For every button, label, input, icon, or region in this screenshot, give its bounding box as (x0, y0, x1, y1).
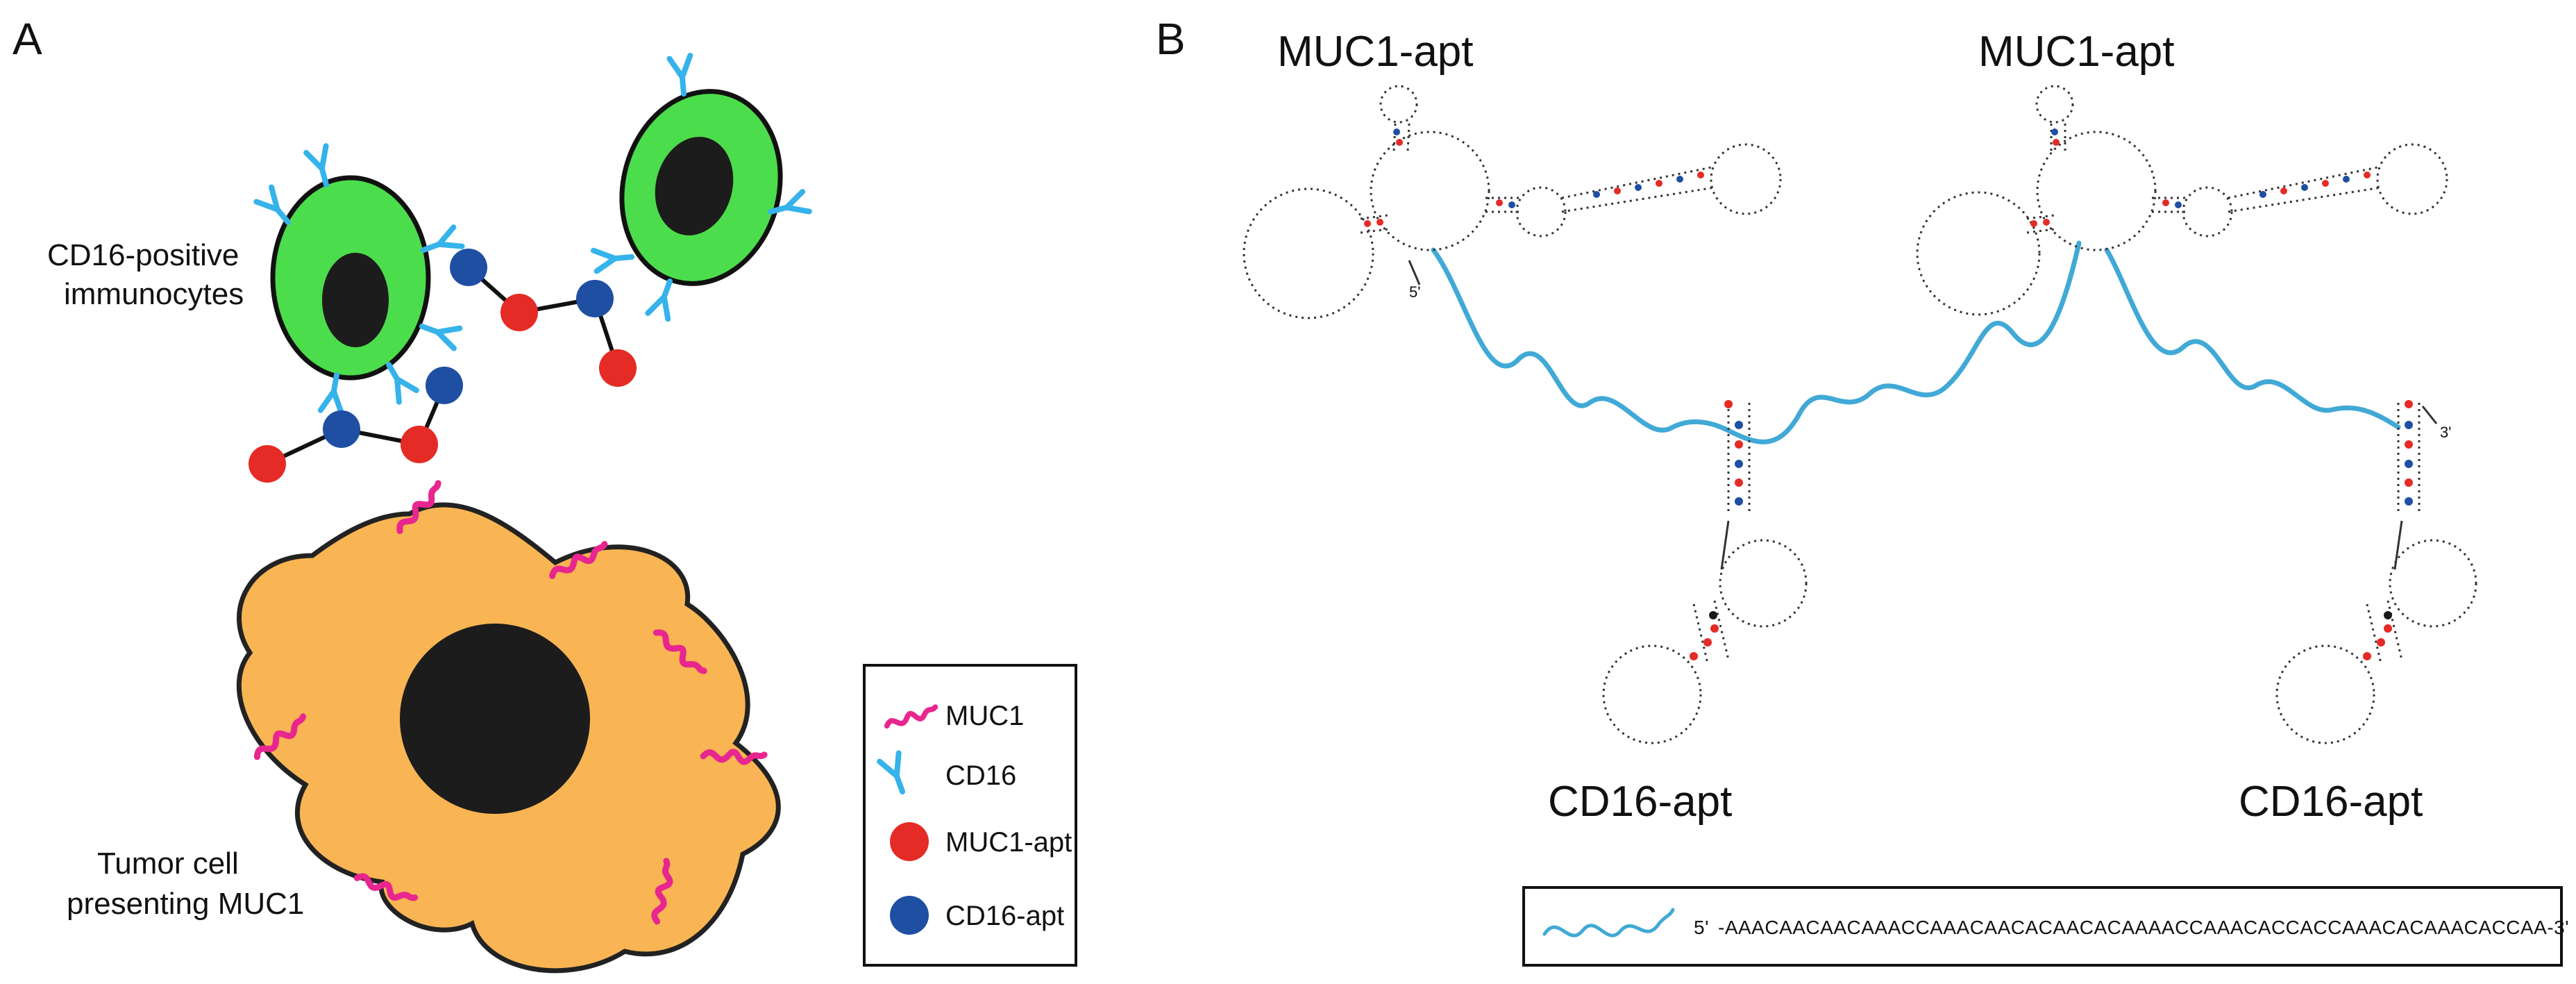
cd16-aptamer-pairs-left (1690, 400, 1743, 660)
immunocyte-label-line2: immunocytes (64, 277, 244, 311)
muc1-apt-dot (599, 349, 637, 387)
red-dot-icon (890, 822, 929, 861)
muc1-apt-dot (401, 426, 438, 463)
panel-b: B MUC1-apt MUC1-apt CD16-apt CD16-apt (1156, 14, 2569, 967)
cd16-apt-dot (576, 280, 614, 317)
immunocyte-left (255, 146, 462, 414)
panel-a-letter: A (12, 14, 42, 64)
tumor-label-line2: presenting MUC1 (67, 887, 304, 921)
sequence-prefix: 5' (1694, 917, 1709, 938)
legend-label-cd16: CD16 (945, 760, 1016, 791)
cd16-left-linker-stem (1720, 520, 1730, 570)
cd16-apt-label-right: CD16-apt (2239, 778, 2423, 826)
muc1-apt-label-right: MUC1-apt (1978, 28, 2175, 76)
linker-sequence-box: 5' -AAACAACAACAAACCAAACAACACAACACAAAACCA… (1522, 886, 2569, 967)
muc1-aptamer-pairs-left (1364, 128, 1704, 227)
muc1-aptamer-pairs-right (2030, 128, 2371, 227)
three-prime-label-right: 3' (2440, 424, 2451, 441)
aptamer-chain (249, 249, 637, 483)
tumor-nucleus (400, 624, 590, 814)
immunocyte-right-nucleus (655, 137, 734, 235)
muc1-aptamer-structure-right (1916, 85, 2448, 316)
cd16-apt-dot (450, 249, 487, 286)
muc1-apt-dot (249, 445, 286, 483)
legend: MUC1 CD16 MUC1-apt CD16-apt (863, 664, 1077, 967)
cd16-apt-label-left: CD16-apt (1548, 778, 1732, 826)
panel-a: A (12, 14, 1077, 974)
cd16-aptamer-structure-right (2275, 403, 2477, 744)
legend-label-muc1-apt: MUC1-apt (945, 827, 1072, 858)
immunocyte-label-line1: CD16-positive (47, 238, 239, 272)
panel-b-letter: B (1156, 14, 1186, 64)
sequence-box-border (1522, 886, 2563, 967)
muc1-apt-dot (500, 294, 538, 331)
cd16-aptamer-pairs-right (2363, 400, 2413, 660)
immunocyte-left-nucleus (322, 253, 389, 347)
five-prime-tail-left (1408, 260, 1421, 285)
tumor-label-line1: Tumor cell (97, 847, 239, 881)
legend-label-cd16-apt: CD16-apt (945, 901, 1064, 931)
cd16-apt-dot (323, 410, 360, 448)
muc1-aptamer-structure-left (1243, 85, 1782, 319)
legend-label-muc1: MUC1 (945, 701, 1024, 731)
wave-linker-icon (1542, 908, 1675, 937)
five-prime-label-left: 5' (1409, 283, 1420, 301)
tumor-cell (236, 483, 781, 974)
cd16-apt-dot (426, 367, 463, 404)
muc1-apt-label-left: MUC1-apt (1277, 28, 1474, 76)
linker-sequence: -AAACAACAACAAACCAAACAACACAACACAAAACCAAAC… (1718, 917, 2569, 938)
blue-dot-icon (890, 896, 929, 935)
cd16-right-linker-stem (2393, 520, 2403, 570)
cd16-aptamer-structure-left (1602, 403, 1808, 744)
immunocyte-right (594, 56, 809, 320)
linker-strand (1431, 240, 2401, 444)
three-prime-tail-right (2421, 406, 2438, 424)
